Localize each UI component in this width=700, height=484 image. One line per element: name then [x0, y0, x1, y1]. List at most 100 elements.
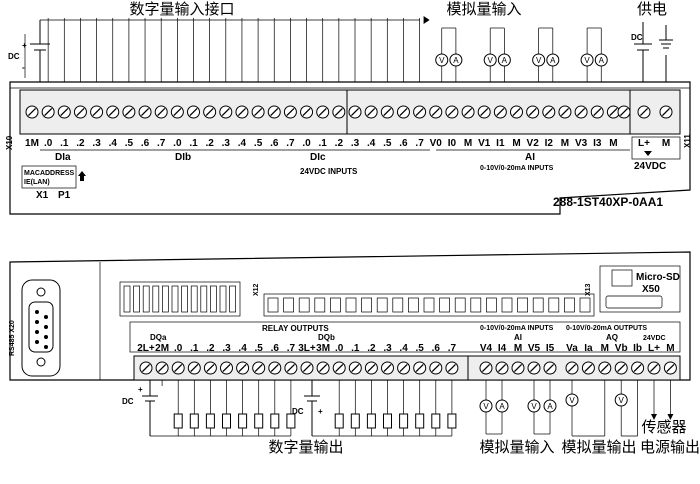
- title-power-output: 电源输出: [640, 438, 700, 456]
- ai-range-label: 0-10V/0-20mA INPUTS: [480, 165, 554, 172]
- pin-header-right-pins: [267, 297, 591, 313]
- arrow-down-icon: [651, 414, 657, 420]
- bottom-terminal-screw: [171, 361, 185, 375]
- bottom-terminal-label: .1: [190, 343, 199, 354]
- top-terminal-screw: [122, 105, 136, 119]
- group-dia: DIa: [55, 152, 71, 163]
- voltmeter-label: V: [483, 402, 489, 411]
- bottom-terminal-screw: [236, 361, 250, 375]
- dc-plus-bottom-1: +: [138, 385, 143, 394]
- header-pin: [229, 285, 236, 313]
- dc-minus-top: -: [22, 63, 25, 72]
- top-terminal-screw: [590, 105, 604, 119]
- top-terminal-label: .6: [399, 138, 408, 149]
- top-terminal-screw: [445, 105, 459, 119]
- top-terminal-label: .4: [367, 138, 376, 149]
- ammeter-icon: [495, 399, 509, 413]
- title-digital-input: 数字量输入接口: [129, 0, 234, 18]
- top-terminal-screw: [429, 105, 443, 119]
- relay-outputs-label: RELAY OUTPUTS: [262, 324, 329, 333]
- bottom-terminal-label: 2L+: [137, 343, 155, 354]
- voltmeter-icon: [435, 53, 449, 67]
- model-number: 288-1ST40XP-0AA1: [553, 195, 663, 209]
- load-resistor-icon: [350, 413, 360, 429]
- bottom-terminal-label: .3: [222, 343, 231, 354]
- top-terminal-screw: [267, 105, 281, 119]
- digital-input-wires: [40, 16, 430, 82]
- top-terminal-label: .0: [44, 138, 53, 149]
- dc-source-bottom-2: DC +: [292, 380, 323, 436]
- load-resistor-icon: [383, 413, 392, 429]
- top-terminal-screw: [219, 105, 233, 119]
- voltmeter-label: V: [531, 402, 537, 411]
- voltmeter-icon: [565, 393, 579, 407]
- header-pin: [123, 285, 131, 313]
- voltmeter-icon: [479, 399, 493, 413]
- bottom-terminal-screw: [663, 361, 677, 375]
- top-terminal-label: .7: [157, 138, 166, 149]
- load-resistor-icon: [238, 413, 248, 429]
- ammeter-label: A: [499, 402, 505, 411]
- header-pin: [392, 297, 404, 313]
- top-terminal-screw: [493, 105, 507, 119]
- top-terminal-label: .3: [222, 138, 231, 149]
- bottom-terminal-screw: [397, 361, 411, 375]
- top-terminal-label: M: [464, 138, 472, 149]
- header-pin: [486, 297, 497, 313]
- x1-label: X1: [36, 190, 49, 201]
- rs485-label: RS485 X20: [9, 320, 16, 356]
- top-terminal-label: M: [512, 138, 520, 149]
- load-resistor-icon: [286, 413, 296, 429]
- ammeter-label: A: [502, 56, 508, 65]
- bottom-terminal-screw: [187, 361, 201, 375]
- bottom-terminal-screw: [155, 361, 169, 375]
- bottom-terminal-label: .7: [287, 343, 296, 354]
- top-terminal-screw: [41, 105, 55, 119]
- ammeter-label: A: [599, 56, 605, 65]
- bottom-terminal-screw: [511, 361, 525, 375]
- bottom-terminal-screw: [203, 361, 217, 375]
- top-terminal-screw: [477, 105, 491, 119]
- top-terminal-label: .0: [302, 138, 311, 149]
- title-analog-input: 模拟量输入: [446, 0, 521, 18]
- bottom-terminal-screw: [348, 361, 362, 375]
- voltmeter-icon: [532, 53, 546, 67]
- voltmeter-label: V: [584, 56, 590, 65]
- bottom-terminal-screw: [381, 361, 394, 375]
- bottom-terminal-label: V5: [528, 343, 541, 354]
- dc-power-label: DC: [631, 33, 643, 42]
- group-dib: DIb: [175, 152, 191, 163]
- top-terminal-screw: [90, 105, 104, 119]
- load-resistor-icon: [270, 413, 280, 429]
- bottom-terminal-screws: [139, 361, 677, 375]
- top-terminal-label: .2: [205, 138, 214, 149]
- bottom-terminal-label: .1: [351, 343, 360, 354]
- top-terminal-screw: [187, 105, 200, 119]
- bottom-terminal-screw: [631, 361, 645, 375]
- ammeter-icon: [543, 399, 557, 413]
- header-pin: [314, 297, 326, 313]
- dqb-label: DQb: [318, 333, 335, 342]
- bottom-terminal-screw: [332, 361, 346, 375]
- top-terminal-screw: [203, 105, 217, 119]
- header-pin: [532, 297, 544, 313]
- bottom-terminal-screw: [445, 361, 459, 375]
- top-terminal-label: I3: [593, 138, 602, 149]
- group-dic: DIc: [310, 152, 326, 163]
- top-terminal-label: L+: [638, 138, 650, 149]
- voltmeter-label: V: [619, 396, 625, 405]
- bottom-terminal-label: .6: [432, 343, 441, 354]
- ammeter-icon: [449, 53, 463, 67]
- top-terminal-screw: [380, 105, 394, 119]
- down-arrow-icon: [644, 151, 652, 156]
- dc-label-bottom-1: DC: [122, 397, 134, 406]
- top-terminal-screw: [283, 105, 297, 119]
- power-terminal-box: [631, 136, 681, 160]
- bottom-terminal-screw: [284, 361, 298, 375]
- load-resistor-icon: [447, 413, 457, 429]
- vdc-label: 24VDC: [634, 161, 666, 172]
- header-pin: [210, 285, 217, 313]
- ai-label-bottom: AI: [514, 333, 522, 342]
- title-analog-input-bottom: 模拟量输入: [479, 438, 554, 456]
